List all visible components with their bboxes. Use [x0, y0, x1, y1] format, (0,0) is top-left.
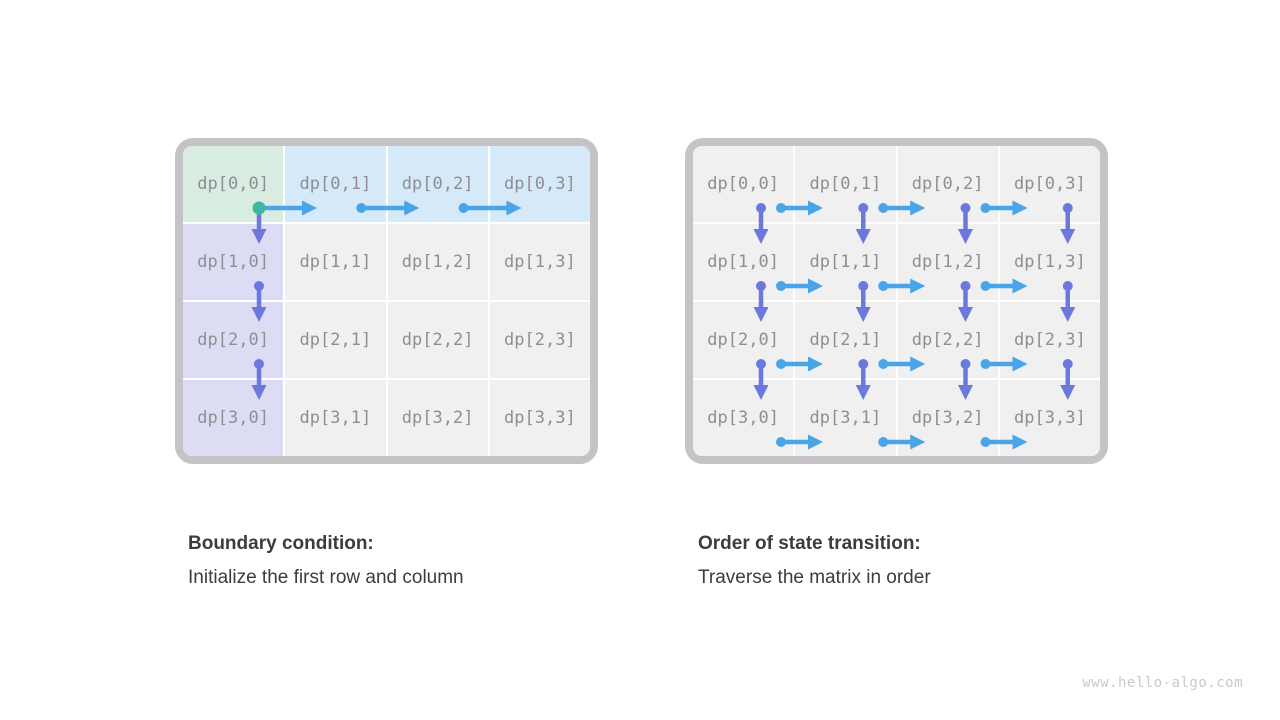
grid-cell-3-1: dp[3,1] [795, 380, 896, 456]
grid-cell-1-1: dp[1,1] [795, 224, 896, 300]
grid-cell-3-0: dp[3,0] [693, 380, 794, 456]
grid-cell-3-0: dp[3,0] [183, 380, 284, 456]
grid-cell-1-3: dp[1,3] [999, 224, 1100, 300]
grid-cell-1-2: dp[1,2] [897, 224, 998, 300]
grid-cell-0-1: dp[0,1] [795, 146, 896, 222]
grid-cell-3-2: dp[3,2] [897, 380, 998, 456]
grid-cell-2-2: dp[2,2] [897, 302, 998, 378]
grid-cell-0-3: dp[0,3] [489, 146, 590, 222]
grid-cell-0-2: dp[0,2] [387, 146, 488, 222]
grid-cell-2-3: dp[2,3] [489, 302, 590, 378]
grid-cell-2-0: dp[2,0] [693, 302, 794, 378]
transition-caption: Order of state transition: Traverse the … [698, 527, 931, 595]
grid-cell-0-2: dp[0,2] [897, 146, 998, 222]
grid-cell-1-2: dp[1,2] [387, 224, 488, 300]
grid-cell-3-2: dp[3,2] [387, 380, 488, 456]
grid-cell-3-3: dp[3,3] [489, 380, 590, 456]
state-transition-table: dp[0,0]dp[0,1]dp[0,2]dp[0,3]dp[1,0]dp[1,… [685, 138, 1108, 464]
grid-cell-3-3: dp[3,3] [999, 380, 1100, 456]
transition-caption-title: Order of state transition: [698, 533, 921, 554]
grid-cell-2-0: dp[2,0] [183, 302, 284, 378]
grid-cell-0-0: dp[0,0] [183, 146, 284, 222]
grid-cell-3-1: dp[3,1] [285, 380, 386, 456]
boundary-caption-body: Initialize the first row and column [188, 567, 464, 588]
boundary-grid: dp[0,0]dp[0,1]dp[0,2]dp[0,3]dp[1,0]dp[1,… [183, 146, 590, 456]
grid-cell-0-3: dp[0,3] [999, 146, 1100, 222]
boundary-caption-title: Boundary condition: [188, 533, 374, 554]
transition-grid: dp[0,0]dp[0,1]dp[0,2]dp[0,3]dp[1,0]dp[1,… [693, 146, 1100, 456]
grid-cell-0-1: dp[0,1] [285, 146, 386, 222]
grid-cell-1-3: dp[1,3] [489, 224, 590, 300]
grid-cell-1-0: dp[1,0] [183, 224, 284, 300]
transition-caption-body: Traverse the matrix in order [698, 567, 931, 588]
watermark: www.hello-algo.com [1082, 675, 1243, 691]
grid-cell-2-1: dp[2,1] [795, 302, 896, 378]
grid-cell-1-0: dp[1,0] [693, 224, 794, 300]
grid-cell-1-1: dp[1,1] [285, 224, 386, 300]
grid-cell-2-2: dp[2,2] [387, 302, 488, 378]
boundary-caption: Boundary condition: Initialize the first… [188, 527, 464, 595]
grid-cell-0-0: dp[0,0] [693, 146, 794, 222]
grid-cell-2-3: dp[2,3] [999, 302, 1100, 378]
boundary-condition-table: dp[0,0]dp[0,1]dp[0,2]dp[0,3]dp[1,0]dp[1,… [175, 138, 598, 464]
grid-cell-2-1: dp[2,1] [285, 302, 386, 378]
